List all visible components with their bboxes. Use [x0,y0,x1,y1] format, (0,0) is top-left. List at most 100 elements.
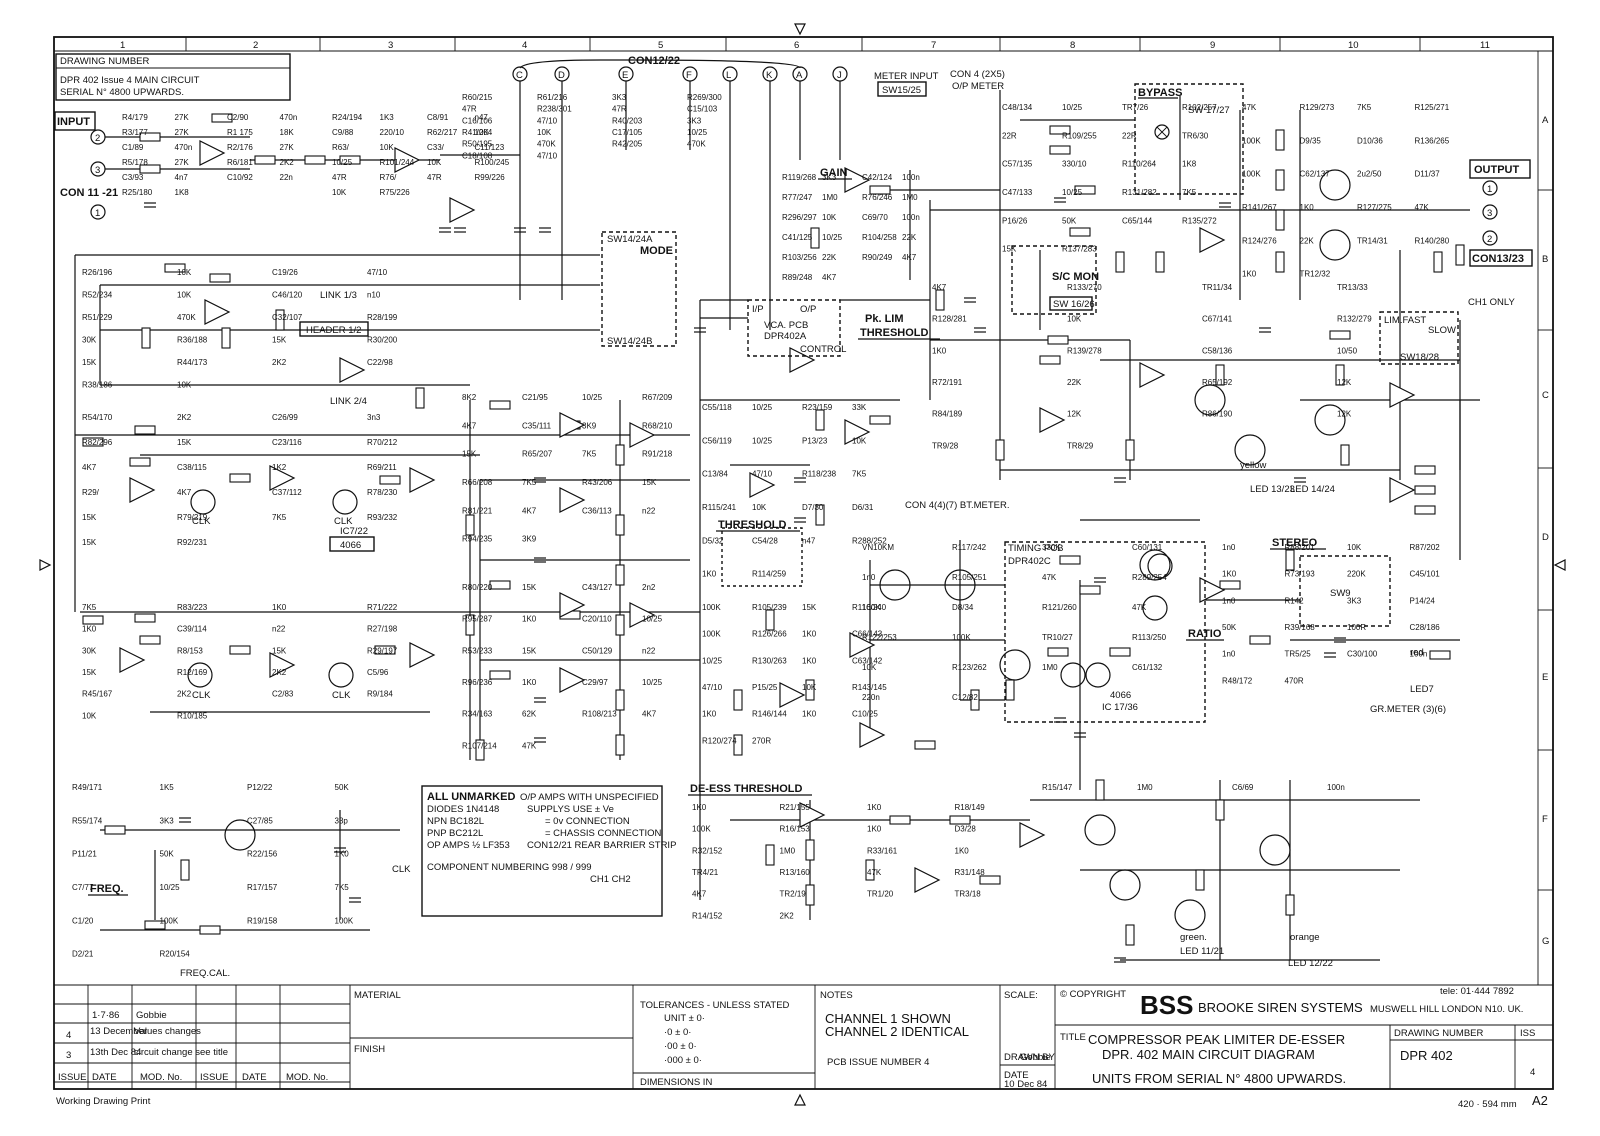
component-label: R26/196 [82,268,113,277]
component-label: R137/283 [1062,245,1097,254]
component-label: 100K [702,630,721,639]
svg-text:D: D [1542,532,1549,543]
op-amp [1139,362,1166,388]
svg-text:CLK: CLK [332,690,351,701]
component-label: 100K [702,603,721,612]
center-mark-left [39,559,52,571]
component-label: 470n [280,113,298,122]
component-label: R52/234 [82,291,113,300]
svg-text:MATERIAL: MATERIAL [354,990,401,1001]
component-label: 22K [1067,378,1082,387]
resistor [254,155,276,165]
svg-text:NPN BC182L: NPN BC182L [427,816,484,827]
svg-text:COMPONENT NUMBERING 998 / 999: COMPONENT NUMBERING 998 / 999 [427,862,592,873]
component-label: 15K [177,438,192,447]
component-label: 1K5 [160,783,175,792]
resistor [104,825,126,835]
resistor [82,437,104,447]
resistor [1215,799,1225,821]
wiring [74,90,1480,963]
component-label: R77/247 [782,193,813,202]
component-label: R89/248 [782,273,813,282]
resistor [1095,779,1105,801]
component-label: 15K [82,358,97,367]
component-label: C36/113 [582,506,612,515]
op-amp [799,802,826,828]
component-label: C8/91 [427,113,449,122]
svg-text:DPR. 402 MAIN CIRCUIT DIAGRAM: DPR. 402 MAIN CIRCUIT DIAGRAM [1102,1047,1315,1062]
component-label: 7K5 [335,883,350,892]
component-label: R142 [1285,596,1305,605]
component-label: 27K [175,113,190,122]
component-label: C22/98 [367,358,393,367]
resistor [1249,635,1271,645]
component-label: TR3/18 [955,890,982,899]
svg-text:DRAWING NUMBER: DRAWING NUMBER [60,56,150,67]
component-label: R61/216 [537,93,568,102]
component-label: 1K0 [1222,570,1237,579]
resistor [489,670,511,680]
component-label: R103/256 [782,253,817,262]
component-label: 47R [427,173,442,182]
svg-text:A: A [1542,115,1549,126]
component-label: R20/154 [160,950,191,959]
resistor [1429,650,1451,660]
component-label: R126/266 [752,630,787,639]
component-label: R60/215 [462,93,493,102]
component-label: 10K [537,128,552,137]
svg-text:1: 1 [95,208,100,219]
svg-text:OP AMPS ½ LF353: OP AMPS ½ LF353 [427,840,510,851]
component-label: 50K [335,783,350,792]
op-amp [629,422,656,448]
component-label: C37/112 [272,488,302,497]
component-label: 47R [612,105,627,114]
component-label: 15K [522,583,537,592]
resistor [1115,251,1125,273]
op-amp [1019,822,1046,848]
component-label: D7/30 [802,503,824,512]
col-1: 1 [120,40,125,51]
component-label: 10K [177,291,192,300]
component-label: 10K [332,188,347,197]
component-label: R140/280 [1415,236,1450,245]
component-label: P13/23 [802,436,828,445]
component-label: R86/190 [1202,410,1233,419]
op-amp [199,140,226,166]
center-mark-bottom [794,1093,806,1106]
component-label: 50K [1222,623,1237,632]
component-label: 8K2 [462,393,477,402]
component-label: C2/90 [227,113,249,122]
svg-text:4: 4 [66,1030,71,1041]
meter-labels: CON 4(4)(7) BT.METER. GR.METER (3)(6) [905,500,1446,715]
component-label: R133/270 [1067,283,1102,292]
component-label: 22K [822,253,837,262]
component-label: R296/297 [782,213,817,222]
transistor [1194,384,1226,416]
svg-text:CON12/21 REAR BARRIER STRIP: CON12/21 REAR BARRIER STRIP [527,840,676,851]
svg-text:4066: 4066 [340,540,361,551]
component-label: 1K0 [82,625,97,634]
resistor [209,273,231,283]
component-label: 10K [427,158,442,167]
component-label: R118/238 [802,470,837,479]
component-label: R102/257 [1182,103,1217,112]
component-label: TR13/33 [1337,283,1368,292]
component-label: R25/180 [122,188,153,197]
component-label: R94/235 [462,535,493,544]
component-label: 10/25 [332,158,353,167]
component-label: R128/281 [932,315,967,324]
pk-lim-threshold: Pk. LIM THRESHOLD [858,313,940,340]
svg-text:Values changes: Values changes [134,1026,201,1037]
svg-text:DATE: DATE [1004,1070,1029,1081]
svg-text:GAIN: GAIN [820,167,848,179]
transistor [1109,869,1141,901]
component-label: 27K [175,158,190,167]
component-label: 15K [272,646,287,655]
component-label: 10/25 [1062,103,1083,112]
component-label: C28/186 [1410,623,1441,632]
component-label: R132/279 [1337,315,1372,324]
resistor [1275,209,1285,231]
component-label: R76/ [380,173,398,182]
component-label: R13/160 [780,868,811,877]
resistor [979,875,1001,885]
